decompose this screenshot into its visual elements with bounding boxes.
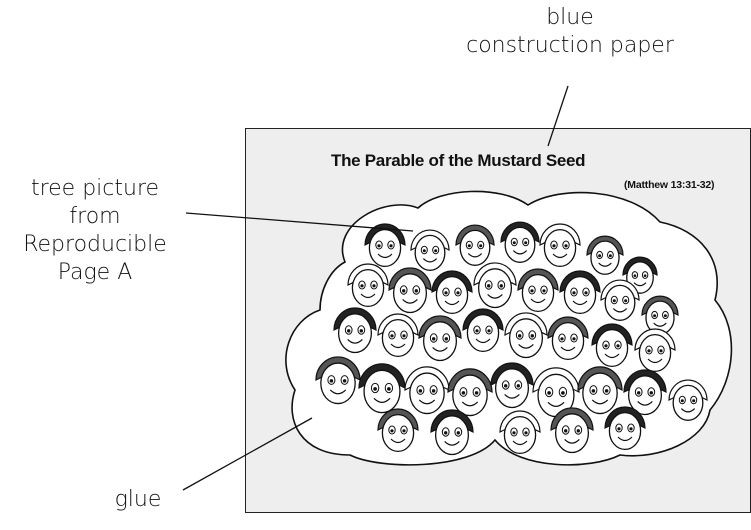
label-line: blue	[546, 5, 594, 30]
label-line: tree picture	[30, 176, 160, 201]
face-drawing	[333, 307, 377, 354]
scripture-reference: (Matthew 13:31-32)	[624, 179, 715, 191]
crowd-of-faces	[315, 221, 708, 456]
face-drawing	[623, 369, 667, 416]
label-blue-construction-paper: blue construction paper	[445, 4, 695, 60]
face-drawing	[668, 379, 708, 421]
label-line: construction paper	[466, 33, 674, 58]
face-drawing	[377, 408, 419, 453]
face-drawing	[604, 406, 646, 451]
leader-line-tree-picture	[185, 212, 414, 232]
label-line: Reproducible	[23, 232, 167, 257]
face-drawing	[455, 224, 495, 266]
face-drawing	[473, 262, 517, 309]
face-drawing	[377, 313, 419, 358]
face-drawing	[431, 270, 473, 315]
face-drawing	[517, 268, 559, 313]
face-drawing	[550, 407, 594, 454]
face-drawing	[559, 270, 601, 315]
label-line: from	[69, 204, 121, 229]
face-drawing	[577, 366, 623, 415]
label-glue: glue	[114, 487, 162, 512]
face-drawing	[315, 356, 361, 405]
face-drawing	[347, 263, 389, 308]
face-drawing	[504, 312, 548, 359]
face-drawing	[447, 368, 493, 417]
face-drawing	[634, 328, 676, 373]
face-drawing	[539, 223, 581, 268]
face-drawing	[500, 221, 540, 263]
face-drawing	[462, 308, 504, 353]
face-drawing	[490, 362, 534, 409]
face-drawing	[547, 316, 589, 361]
label-line: Page A	[57, 260, 133, 285]
face-drawing	[591, 323, 633, 368]
face-drawing	[499, 410, 541, 455]
face-drawing	[404, 366, 450, 415]
face-drawing	[641, 295, 679, 335]
label-tree-picture: tree picture from Reproducible Page A	[0, 175, 190, 287]
face-drawing	[364, 223, 406, 268]
leader-line-blue-paper	[547, 85, 569, 147]
face-drawing	[418, 315, 462, 362]
leader-line-glue	[182, 417, 313, 491]
face-drawing	[388, 267, 432, 314]
face-drawing	[600, 279, 640, 321]
paper-title: The Parable of the Mustard Seed	[331, 151, 586, 170]
face-drawing	[586, 235, 624, 275]
face-drawing	[430, 409, 474, 456]
face-drawing	[358, 363, 406, 414]
face-drawing	[410, 229, 450, 271]
